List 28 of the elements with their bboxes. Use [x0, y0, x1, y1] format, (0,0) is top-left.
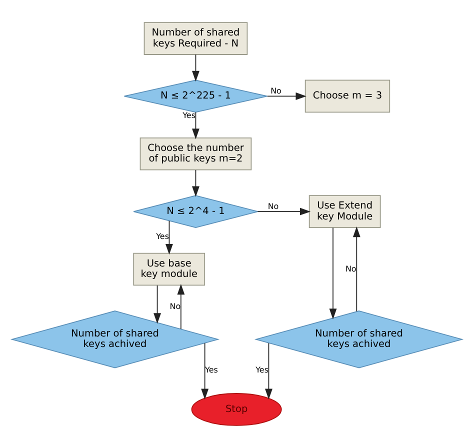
- edge-label: Yes: [156, 232, 170, 242]
- arrow: [265, 342, 272, 400]
- node-diamond: N ≤ 2^4 - 1: [133, 195, 258, 228]
- edge-label: Yes: [205, 366, 218, 375]
- edge-label: Yes: [182, 111, 196, 120]
- edge-label: No: [270, 86, 282, 96]
- edge-label: Yes: [256, 366, 269, 375]
- node-box: Use base key module: [133, 252, 206, 286]
- node-box: Choose the number of public keys m=2: [140, 137, 252, 170]
- arrow: [192, 112, 200, 140]
- arrow: [201, 342, 209, 400]
- arrow: [329, 227, 337, 320]
- edge-label: No: [170, 302, 181, 312]
- arrow: [192, 54, 200, 82]
- arrow: [177, 284, 185, 330]
- arrow: [257, 208, 311, 216]
- node-box: Choose m = 3: [304, 80, 390, 113]
- node-ellipse: Stop: [191, 393, 282, 426]
- arrow: [154, 285, 161, 324]
- node-diamond: N ≤ 2^225 - 1: [124, 80, 268, 113]
- arrow: [266, 92, 306, 100]
- node-box: Number of shared keys Required - N: [144, 22, 248, 55]
- node-box: Use Extend key Module: [308, 195, 381, 228]
- arrow: [192, 170, 200, 197]
- edge-label: No: [268, 202, 279, 212]
- arrow: [352, 226, 360, 312]
- edge-label: No: [345, 264, 356, 274]
- arrow: [166, 220, 173, 255]
